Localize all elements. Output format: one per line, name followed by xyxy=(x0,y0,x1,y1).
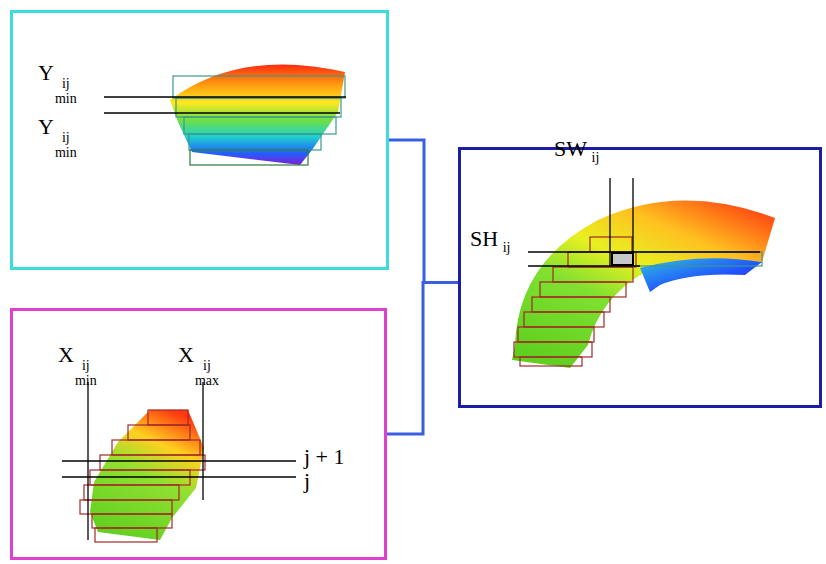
math-label: Y min ij xyxy=(38,62,77,106)
index-stack: max ij xyxy=(195,359,219,388)
band-slice xyxy=(104,64,346,165)
label-holder: SH ij xyxy=(470,228,510,255)
label-holder: j xyxy=(304,470,310,492)
symbol: Y xyxy=(38,114,54,139)
index-stack: min ij xyxy=(55,77,77,106)
row-line xyxy=(62,460,296,461)
bracket-connector xyxy=(389,140,458,283)
index-stack: min ij xyxy=(55,131,77,160)
label-holder: Y min ij xyxy=(38,62,77,106)
bracket-connector xyxy=(387,283,458,435)
slice-boxes xyxy=(514,237,636,366)
cell-width-line xyxy=(609,178,610,266)
superscript: ij xyxy=(62,77,70,92)
cell xyxy=(612,253,633,265)
cell-height-line xyxy=(528,265,640,266)
label-holder: Y min ij xyxy=(38,116,77,160)
panel: Y min ijY min ij xyxy=(10,10,389,270)
math-label: SW ij xyxy=(554,138,599,165)
panel: SW ijSH ij xyxy=(458,147,822,408)
subscript: min xyxy=(55,146,77,161)
symbol: X xyxy=(178,342,194,367)
math-label: j xyxy=(304,470,310,492)
math-label: X min ij xyxy=(58,344,97,388)
superscript: ij xyxy=(82,359,90,374)
xmax-line xyxy=(202,382,203,500)
math-label: j + 1 xyxy=(304,446,345,468)
slice-boxes xyxy=(80,410,205,542)
cell-width-line xyxy=(632,178,633,266)
panel: X min ijX max ijj + 1j xyxy=(10,308,387,560)
superscript: ij xyxy=(203,359,211,374)
ymin-line xyxy=(104,112,340,113)
superscript: ij xyxy=(62,131,70,146)
subscript: min xyxy=(55,92,77,107)
subscript: min xyxy=(75,374,97,389)
math-label: Y min ij xyxy=(38,116,77,160)
subscript: max xyxy=(195,374,219,389)
band-slice xyxy=(62,382,296,542)
math-label: SH ij xyxy=(470,228,510,255)
label-holder: X max ij xyxy=(178,344,219,388)
ymin-line xyxy=(104,96,346,97)
symbol: SH xyxy=(470,226,498,251)
band-surface xyxy=(512,200,775,368)
label-holder: SW ij xyxy=(554,138,599,165)
symbol: X xyxy=(58,342,74,367)
label-holder: X min ij xyxy=(58,344,97,388)
band-slice xyxy=(512,178,775,368)
symbol: Y xyxy=(38,60,54,85)
slice-boxes xyxy=(173,76,345,165)
subscript: ij xyxy=(588,150,599,165)
band-surface xyxy=(170,64,345,165)
band-surface xyxy=(90,410,204,540)
band-underside xyxy=(640,258,762,292)
label-holder: j + 1 xyxy=(304,446,345,468)
index-stack: min ij xyxy=(75,359,97,388)
slice-box xyxy=(628,252,762,266)
row-line xyxy=(62,476,296,477)
symbol: SW xyxy=(554,136,587,161)
cell-height-line xyxy=(528,251,760,252)
math-label: X max ij xyxy=(178,344,219,388)
subscript: ij xyxy=(499,240,510,255)
